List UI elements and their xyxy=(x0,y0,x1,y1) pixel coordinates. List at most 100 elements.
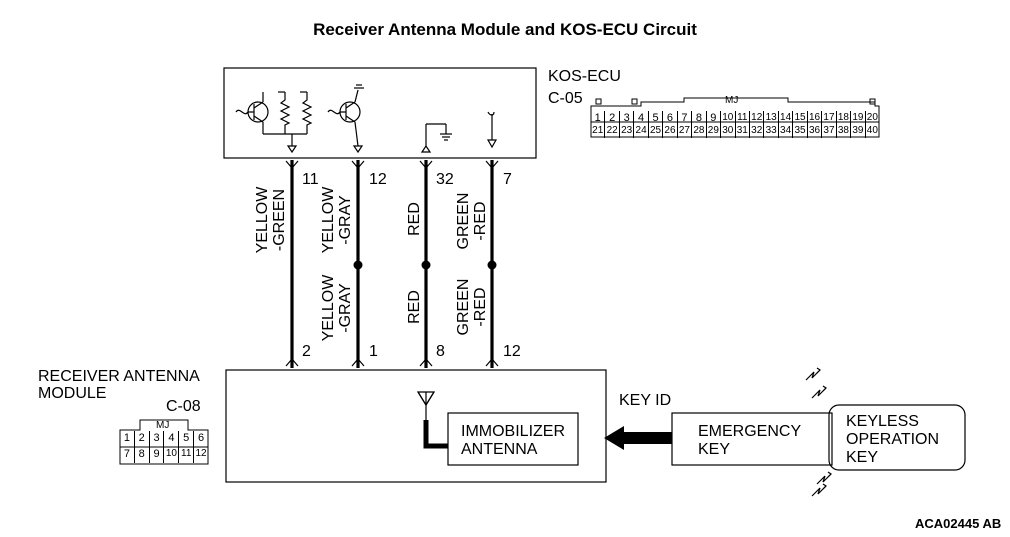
splice-point-3 xyxy=(487,260,497,270)
connector-pin: 20 xyxy=(866,112,878,123)
kos-ecu-connector-id: C-05 xyxy=(548,90,583,107)
connector-pin: 36 xyxy=(808,124,823,138)
diagram-title: Receiver Antenna Module and KOS-ECU Circ… xyxy=(313,20,697,39)
antenna-icon xyxy=(416,391,436,420)
connector-pin: 21 xyxy=(591,124,606,138)
connector-pin: 8 xyxy=(135,447,150,463)
ecu-pin-number: 7 xyxy=(503,171,512,188)
connector-pin: 13 xyxy=(764,111,779,125)
splice-point-1 xyxy=(353,260,363,270)
connector-pin: 12 xyxy=(195,448,207,459)
connector-pin: 29 xyxy=(707,124,722,138)
terminal-triangle-7 xyxy=(486,139,498,149)
connector-pin: 7 xyxy=(678,111,693,125)
wire-color-label: YELLOW -GRAY xyxy=(320,186,354,254)
immobilizer-label-line2: ANTENNA xyxy=(461,441,538,458)
connector-pin: 5 xyxy=(649,111,664,125)
ecu-pin-number: 11 xyxy=(302,171,319,188)
signal-lightning-icon xyxy=(805,367,832,497)
connector-pin: 5 xyxy=(179,431,195,447)
connector-pin: 2 xyxy=(135,431,150,447)
immobilizer-label-line1: IMMOBILIZER xyxy=(461,423,566,440)
connector-pin: 28 xyxy=(692,124,707,138)
connector-pin: 26 xyxy=(663,124,678,138)
connector-pin: 40 xyxy=(866,125,878,136)
connector-pin: 22 xyxy=(605,124,620,138)
receiver-module-connector-id: C-08 xyxy=(166,398,201,415)
wire-color-label: YELLOW -GRAY xyxy=(320,274,354,342)
connector-pin: 10 xyxy=(721,111,736,125)
connector-pin: 33 xyxy=(764,124,779,138)
connector-pin: 27 xyxy=(678,124,693,138)
connector-pin: 35 xyxy=(793,124,808,138)
transistor-symbol-2 xyxy=(327,84,364,147)
module-pin-number: 12 xyxy=(503,343,521,360)
wire-color-label: GREEN -RED xyxy=(455,192,489,250)
resistor-symbol-1 xyxy=(278,91,291,132)
connector-pin: 38 xyxy=(837,124,852,138)
wire-color-label: YELLOW -GREEN xyxy=(254,186,288,254)
figure-code: ACA02445 AB xyxy=(915,516,1002,531)
ecu-pin-number: 32 xyxy=(436,171,454,188)
receiver-module-label-line1: RECEIVER ANTENNA xyxy=(38,368,200,385)
wire-color-label: GREEN -RED xyxy=(455,278,489,336)
keyless-operation-key-box xyxy=(828,404,966,471)
connector-pin: 4 xyxy=(634,111,649,125)
wire-color-label: RED xyxy=(406,290,423,324)
key-id-arrow xyxy=(604,426,672,450)
resistor-symbol-2 xyxy=(300,91,313,132)
connector-pin: 6 xyxy=(663,111,678,125)
kos-ecu-connector-tag: MJ xyxy=(725,95,739,106)
connector-pin: 14 xyxy=(779,111,794,125)
keyless-key-label-line2: OPERATION xyxy=(846,431,940,448)
connector-pin: 19 xyxy=(851,111,866,125)
immobilizer-antenna-box xyxy=(447,412,579,466)
connector-pin: 11 xyxy=(736,111,750,125)
keyless-key-label-line1: KEYLESS xyxy=(846,413,919,430)
key-id-label: KEY ID xyxy=(619,392,672,409)
connector-pin: 30 xyxy=(721,124,736,138)
receiver-module-label-line2: MODULE xyxy=(38,385,107,402)
connector-pin: 9 xyxy=(150,447,165,463)
terminal-triangle-11 xyxy=(286,145,298,154)
wire-color-label: RED xyxy=(406,202,423,236)
connector-pin: 2 xyxy=(605,111,620,125)
connector-pin: 25 xyxy=(649,124,664,138)
connector-pin: 39 xyxy=(851,124,866,138)
connector-pin: 6 xyxy=(197,432,205,444)
keyless-key-label-line3: KEY xyxy=(846,449,879,466)
receiver-module-connector-tag: MJ xyxy=(156,420,170,431)
connector-pin: 1 xyxy=(120,431,135,447)
kos-ecu-box xyxy=(223,67,537,159)
connector-pin: 7 xyxy=(120,447,135,463)
module-pin-number: 1 xyxy=(369,343,378,360)
connector-pin: 4 xyxy=(164,431,180,447)
ecu-pin-number: 12 xyxy=(369,171,387,188)
terminal-triangle-32 xyxy=(420,144,432,153)
terminal-triangle-12 xyxy=(352,145,364,154)
receiver-module-box xyxy=(225,369,607,483)
emergency-key-label-line2: KEY xyxy=(698,441,731,458)
splice-point-2 xyxy=(421,260,431,270)
connector-pin: 12 xyxy=(750,111,765,125)
ground-symbol xyxy=(425,123,452,146)
transistor-symbol-1 xyxy=(235,92,269,134)
connector-pin: 16 xyxy=(808,111,823,125)
kos-ecu-label: KOS-ECU xyxy=(548,68,621,85)
input-symbol xyxy=(487,111,495,140)
connector-pin: 34 xyxy=(779,124,794,138)
connector-pin: 1 xyxy=(591,111,606,125)
connector-pin: 9 xyxy=(707,111,722,125)
module-pin-number: 8 xyxy=(436,343,445,360)
connector-pin: 3 xyxy=(620,111,635,125)
connector-pin: 11 xyxy=(179,447,195,463)
connector-pin: 32 xyxy=(750,124,765,138)
emergency-key-label-line1: EMERGENCY xyxy=(698,423,802,440)
connector-pin: 18 xyxy=(837,111,852,125)
connector-pin: 17 xyxy=(822,111,837,125)
connector-pin: 23 xyxy=(620,124,635,138)
